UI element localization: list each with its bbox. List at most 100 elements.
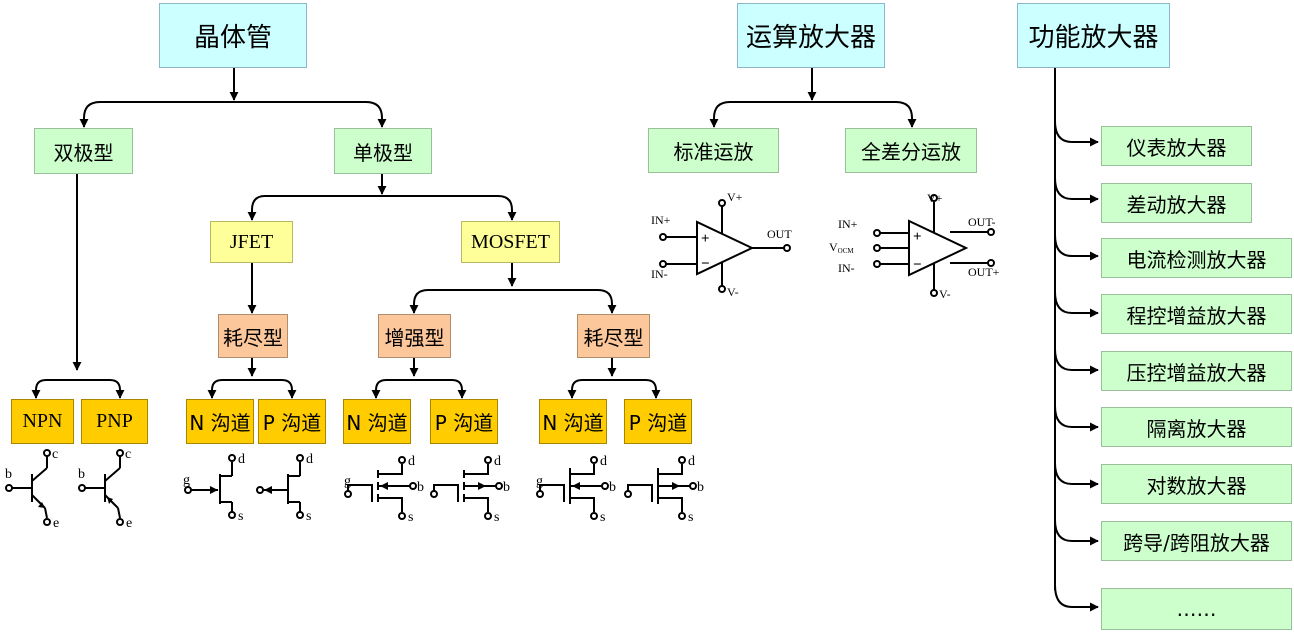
fd-opamp-inn: IN- [838, 261, 855, 275]
arrow-to-jfet-p [252, 379, 297, 399]
node-mos-enhancement: 增强型 [378, 314, 451, 358]
arrow-to-dep [512, 289, 617, 314]
funcamp-item-pga: 程控增益放大器 [1101, 294, 1292, 334]
mos-dep-p-pin-s: s [688, 510, 693, 525]
leaf-dep-p: P 沟道 [624, 399, 692, 444]
fd-opamp-outn: OUT- [968, 215, 996, 229]
funcamp-item-isolation: 隔离放大器 [1101, 407, 1292, 447]
branch-8 [1054, 519, 1099, 546]
std-opamp-vp: V+ [727, 190, 743, 204]
arrow-to-fd [812, 101, 917, 128]
fd-opamp-inp: IN+ [838, 217, 858, 231]
std-opamp-out: OUT [767, 227, 792, 241]
arrow-to-pnp [77, 379, 125, 399]
npn-symbol: c b e [5, 447, 59, 531]
mos-enh-p-pin-s: s [494, 510, 499, 525]
mos-enh-n-pin-b: b [417, 480, 424, 495]
jfet-n-pin-d: d [238, 452, 245, 467]
leaf-enh-n: N 沟道 [343, 399, 411, 444]
arrow-to-enh-p [414, 379, 467, 399]
mos-dep-n-pin-g: g [536, 474, 543, 489]
jfet-p-symbol: d s [256, 452, 313, 524]
leaf-jfet-p: P 沟道 [258, 399, 326, 444]
node-standard-opamp: 标准运放 [648, 128, 779, 173]
arrow-to-enh-n [371, 379, 414, 399]
jfet-p-pin-d: d [306, 452, 313, 467]
std-opamp-inp: IN+ [651, 213, 671, 227]
mos-dep-n-pin-b: b [609, 480, 616, 495]
standard-opamp-symbol: + − V+ V- IN+ IN- OUT [651, 190, 792, 299]
std-opamp-plus: + [701, 231, 710, 247]
mos-dep-n-pin-s: s [600, 510, 605, 525]
arrow-to-dep-n [567, 379, 612, 399]
mos-enh-p-symbol: d b s [430, 454, 510, 525]
arrow-to-mosfet [382, 195, 517, 221]
node-jfet-depletion: 耗尽型 [218, 314, 288, 358]
arrow-to-std [709, 101, 812, 128]
pnp-pin-c: c [125, 447, 131, 462]
branch-3 [1054, 234, 1099, 261]
pnp-pin-e: e [126, 516, 132, 531]
branch-5 [1054, 348, 1099, 375]
std-opamp-inn: IN- [651, 267, 668, 281]
mos-enh-p-pin-b: b [503, 480, 510, 495]
jfet-n-pin-g: g [183, 473, 190, 488]
branch-6 [1054, 405, 1099, 432]
arrow-to-jfet [247, 195, 382, 221]
arrow-to-bipolar [79, 101, 234, 128]
funcamp-item-instrumentation: 仪表放大器 [1101, 126, 1252, 166]
funcamp-item-more: …… [1101, 588, 1292, 630]
mos-enh-p-pin-d: d [494, 454, 501, 469]
fd-opamp-minus: − [913, 257, 922, 273]
branch-1 [1054, 120, 1099, 147]
fd-opamp-plus: + [913, 229, 922, 245]
node-unipolar: 单极型 [334, 128, 432, 174]
mos-enh-n-symbol: d g b s [344, 454, 424, 525]
pnp-pin-b: b [78, 467, 85, 482]
mos-dep-p-pin-d: d [688, 454, 695, 469]
fd-opamp-vn: V- [939, 287, 951, 301]
fd-opamp-vp: V+ [927, 191, 943, 205]
arrow-to-dep-p [612, 379, 661, 399]
fd-opamp-vocm: VOCM [829, 240, 854, 255]
node-jfet: JFET [210, 221, 293, 263]
mos-dep-n-pin-d: d [600, 454, 607, 469]
root-funcamp: 功能放大器 [1017, 3, 1170, 68]
leaf-enh-p: P 沟道 [430, 399, 498, 444]
funcamp-item-transconductance: 跨导/跨阻放大器 [1101, 521, 1292, 561]
mos-dep-n-symbol: d g b s [536, 454, 616, 525]
jfet-n-pin-s: s [238, 509, 243, 524]
npn-pin-b: b [5, 467, 12, 482]
branch-2 [1054, 177, 1099, 204]
npn-pin-c: c [52, 447, 58, 462]
std-opamp-vn: V- [727, 285, 739, 299]
branch-9 [1054, 584, 1099, 612]
leaf-npn: NPN [11, 399, 74, 444]
node-bipolar: 双极型 [34, 128, 133, 174]
branch-4 [1054, 291, 1099, 318]
arrow-to-unipolar [234, 101, 387, 128]
node-mosfet: MOSFET [461, 221, 560, 263]
fd-opamp-outp: OUT+ [968, 265, 1000, 279]
pnp-symbol: c b e [78, 447, 132, 531]
arrow-to-enh [409, 289, 512, 314]
mos-dep-p-symbol: d b s [624, 454, 704, 525]
arrow-to-jfet-n [207, 379, 252, 399]
funcamp-item-vga: 压控增益放大器 [1101, 351, 1292, 391]
arrow-to-npn [31, 379, 77, 399]
node-fully-diff-opamp: 全差分运放 [845, 128, 977, 173]
mos-enh-n-pin-s: s [408, 510, 413, 525]
leaf-pnp: PNP [81, 399, 148, 444]
branch-7 [1054, 462, 1099, 489]
jfet-p-pin-s: s [306, 509, 311, 524]
leaf-dep-n: N 沟道 [539, 399, 607, 444]
mos-enh-n-pin-g: g [344, 474, 351, 489]
funcamp-item-current-sense: 电流检测放大器 [1101, 238, 1292, 278]
std-opamp-minus: − [701, 256, 710, 272]
leaf-jfet-n: N 沟道 [186, 399, 254, 444]
jfet-n-symbol: d g s [183, 452, 245, 524]
funcamp-item-log: 对数放大器 [1101, 464, 1292, 504]
node-mos-depletion: 耗尽型 [577, 314, 650, 358]
mos-enh-n-pin-d: d [408, 454, 415, 469]
